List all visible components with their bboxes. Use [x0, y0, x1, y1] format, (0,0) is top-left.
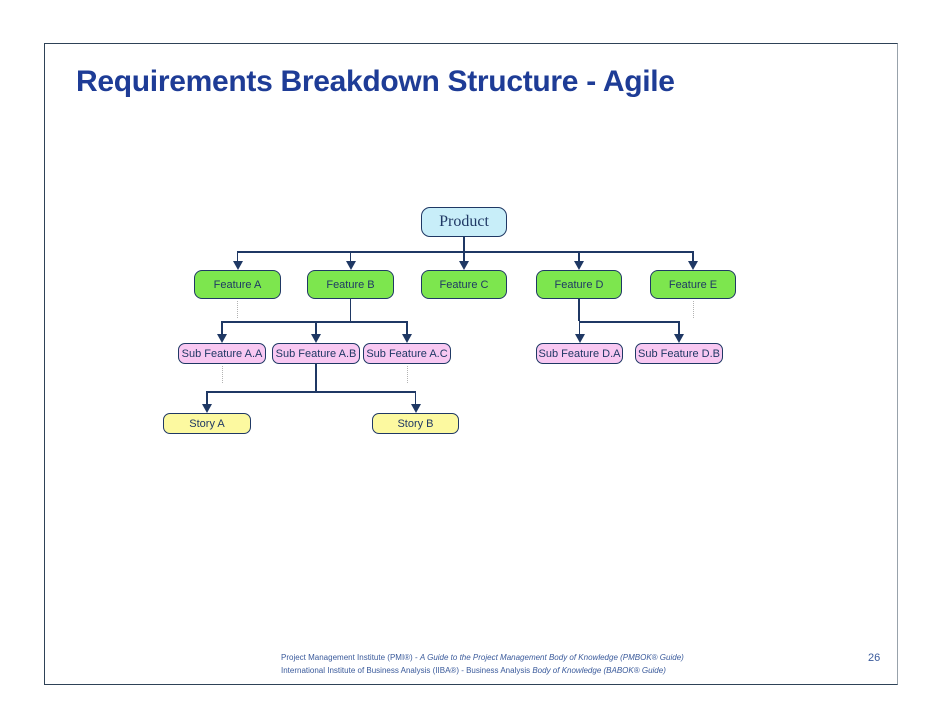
connector-line	[221, 321, 223, 334]
connector-line	[349, 299, 352, 321]
connector-line	[236, 251, 239, 262]
footer-citation: Project Management Institute (PMI®) - A …	[281, 652, 684, 677]
page-number: 26	[868, 652, 881, 664]
footer-line-1: Project Management Institute (PMI®) - A …	[281, 653, 684, 662]
dotted-continuation-line	[237, 301, 238, 318]
arrowhead-icon	[345, 261, 356, 270]
connector-line	[349, 251, 352, 262]
connector-line	[222, 321, 407, 323]
connector-line	[678, 321, 680, 334]
connector-line	[206, 391, 208, 404]
arrowhead-icon	[459, 261, 469, 270]
node-feature-b: Feature B	[307, 270, 394, 299]
arrowhead-icon	[202, 404, 212, 413]
slide-title: Requirements Breakdown Structure - Agile	[76, 65, 675, 98]
connector-line	[692, 251, 694, 262]
node-feature-a: Feature A	[194, 270, 281, 299]
connector-line	[237, 251, 693, 253]
node-feature-e: Feature E	[650, 270, 736, 299]
node-sub-feature-db: Sub Feature D.B	[635, 343, 723, 364]
arrowhead-icon	[674, 334, 684, 343]
arrowhead-icon	[574, 261, 584, 270]
connector-line	[414, 391, 417, 404]
dotted-continuation-line	[406, 366, 408, 383]
connector-line	[578, 299, 580, 321]
arrowhead-icon	[311, 334, 321, 343]
node-sub-feature-aa: Sub Feature A.A	[178, 343, 266, 364]
node-story-b: Story B	[372, 413, 459, 434]
dotted-continuation-line	[692, 301, 694, 318]
connector-line	[463, 251, 465, 262]
footer-line-2: International Institute of Business Anal…	[281, 665, 666, 675]
node-story-a: Story A	[163, 413, 251, 434]
node-feature-d: Feature D	[536, 270, 622, 299]
connector-line	[315, 321, 317, 334]
arrowhead-icon	[217, 334, 227, 343]
connector-line	[578, 251, 580, 262]
node-sub-feature-ac: Sub Feature A.C	[363, 343, 451, 364]
connector-line	[315, 364, 317, 391]
node-sub-feature-da: Sub Feature D.A	[536, 343, 623, 364]
node-feature-c: Feature C	[421, 270, 507, 299]
arrowhead-icon	[410, 404, 421, 413]
node-sub-feature-ab: Sub Feature A.B	[272, 343, 360, 364]
connector-line	[463, 236, 465, 251]
arrowhead-icon	[232, 261, 243, 270]
connector-line	[579, 321, 679, 323]
arrowhead-icon	[688, 261, 698, 270]
dotted-continuation-line	[221, 366, 223, 383]
slide: Requirements Breakdown Structure - Agile	[44, 43, 898, 685]
arrowhead-icon	[574, 334, 585, 343]
node-product: Product	[421, 207, 507, 237]
connector-line	[406, 321, 408, 334]
connector-line	[578, 321, 581, 334]
arrowhead-icon	[402, 334, 412, 343]
connector-line	[207, 391, 416, 393]
